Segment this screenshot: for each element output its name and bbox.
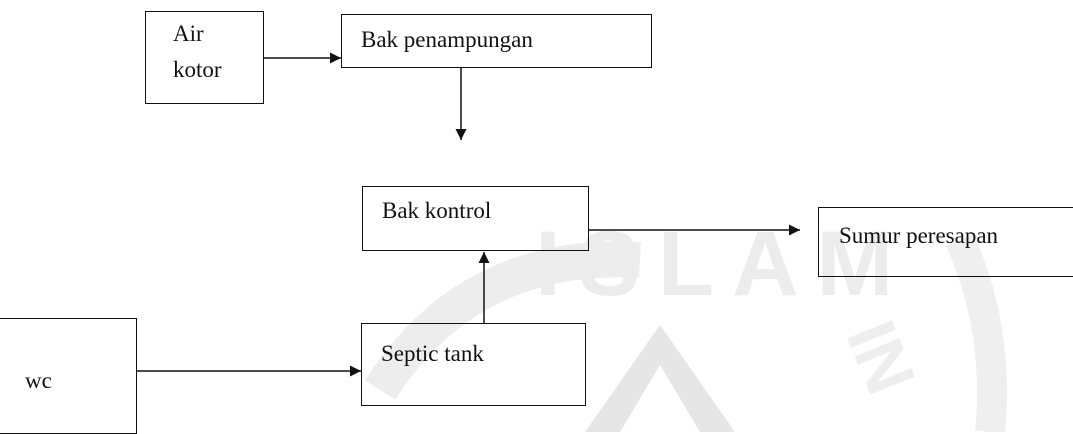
node-bak-kontrol-label: Bak kontrol [382,198,492,223]
node-septic-tank [361,323,586,406]
node-sumur-peresapan [818,207,1073,277]
node-sumur-peresapan-label: Sumur peresapan [839,223,999,248]
node-bak-kontrol [362,186,589,251]
node-air-kotor-label-line2: kotor [173,57,222,82]
node-septic-tank-label: Septic tank [381,341,484,366]
node-bak-penampungan-label: Bak penampungan [361,27,533,52]
watermark-arc-right [946,233,1007,432]
node-air-kotor [145,11,264,104]
watermark-triangle-inner [620,365,700,432]
watermark-arc-left [364,241,642,400]
node-bak-penampungan [341,14,652,68]
node-air-kotor-label-line1: Air [173,21,204,46]
node-wc-label: wc [25,368,52,393]
